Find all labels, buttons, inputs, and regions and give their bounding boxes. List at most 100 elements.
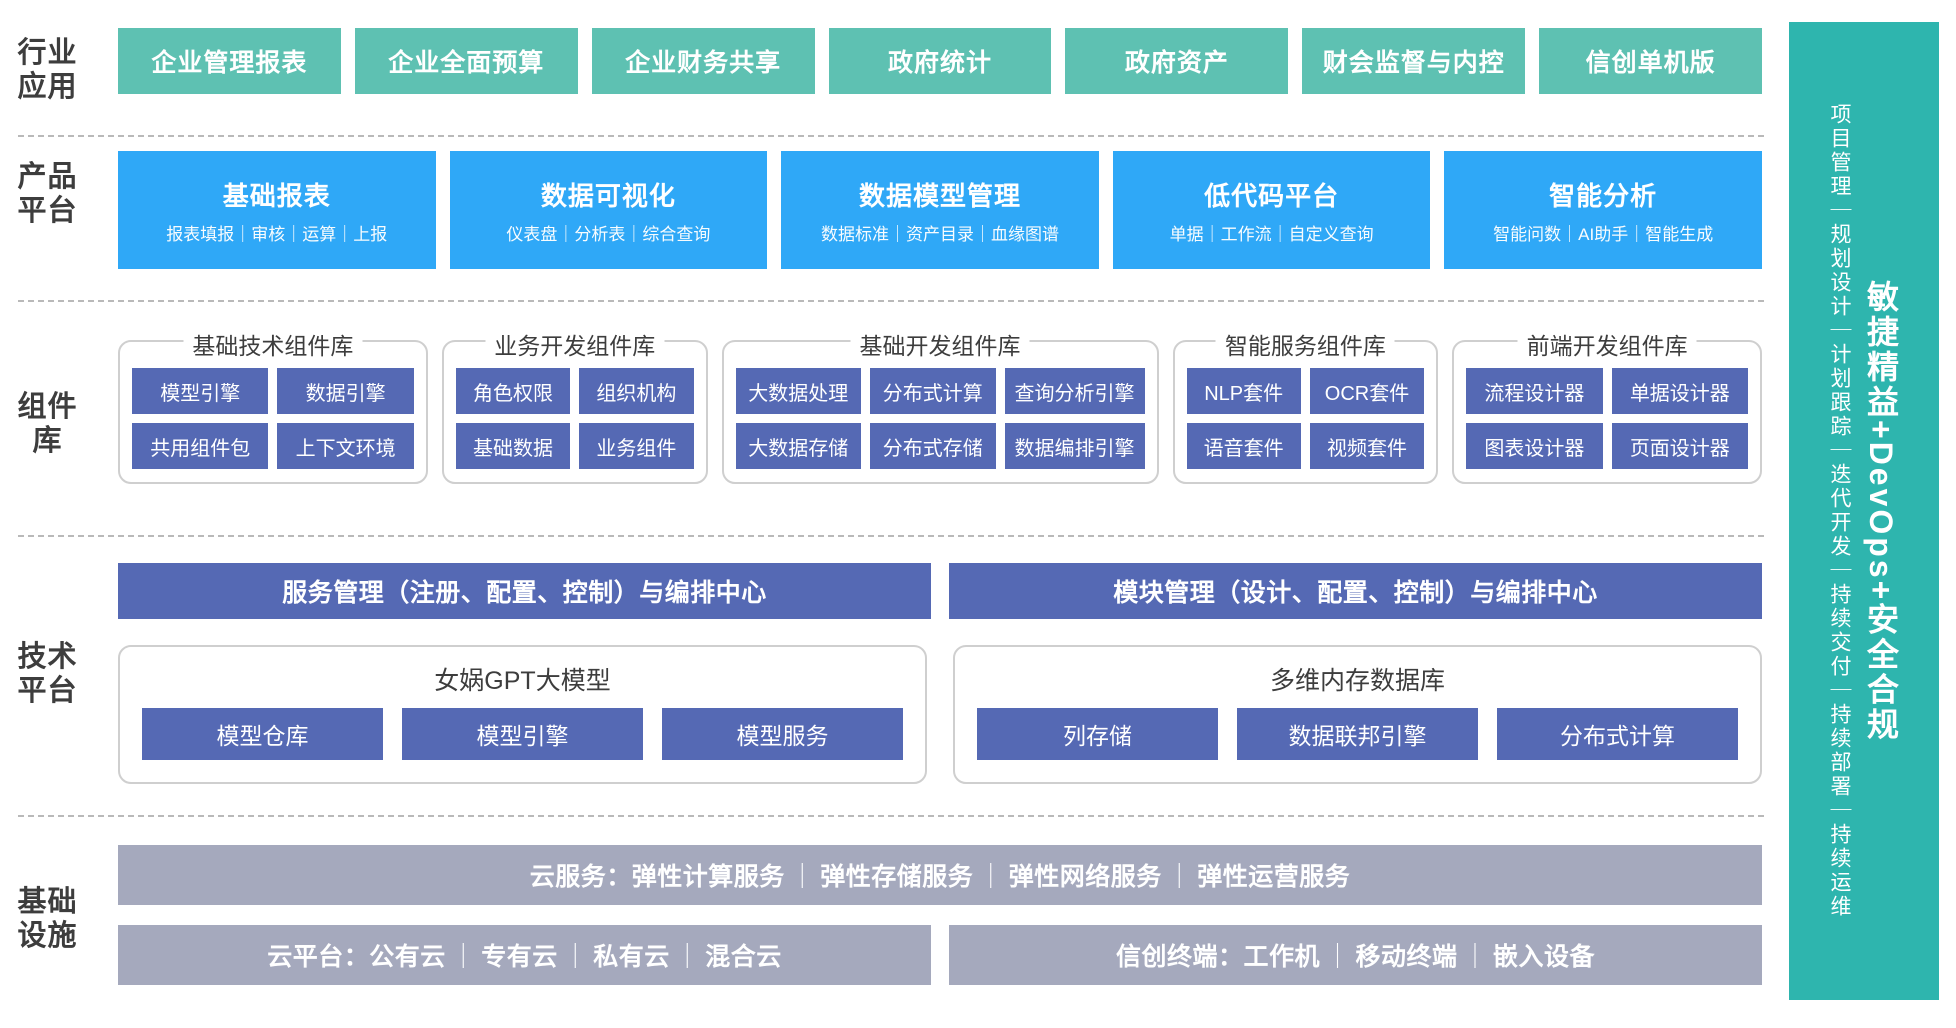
infra-cloud-service-item: 弹性存储服务 [820,863,974,891]
infra-cloud-platform-item: 专有云 [481,943,558,971]
product-item[interactable]: 数据可视化 仪表盘｜分析表｜综合查询 [449,151,768,269]
product-item-subtitle: 单据｜工作流｜自定义查询 [1169,224,1374,244]
component-chip[interactable]: 数据编排引擎 [1004,423,1145,469]
tech-card: 多维内存数据库 列存储 数据联邦引擎 分布式计算 [953,645,1762,784]
product-row: 基础报表 报表填报｜审核｜运算｜上报 数据可视化 仪表盘｜分析表｜综合查询 数据… [118,151,1762,269]
component-chip[interactable]: 分布式存储 [870,423,996,469]
component-chip[interactable]: OCR套件 [1309,368,1425,414]
product-item-subtitle: 数据标准｜资产目录｜血缘图谱 [820,224,1059,244]
infra-terminal-bar[interactable]: 信创终端： 工作机 ｜ 移动终端 ｜ 嵌入设备 [949,925,1762,985]
component-chip[interactable]: 共用组件包 [132,423,269,469]
infra-cloud-platform-item: 私有云 [593,943,670,971]
infra-cloud-service-bar[interactable]: 云服务： 弹性计算服务 ｜ 弹性存储服务 ｜ 弹性网络服务 ｜ 弹性运营服务 [118,845,1762,905]
tech-card-row: 女娲GPT大模型 模型仓库 模型引擎 模型服务 多维内存数据库 列存储 数据联邦… [118,645,1762,784]
component-chip[interactable]: 流程设计器 [1466,368,1603,414]
infra-cloud-platform-prefix: 云平台： [267,943,370,971]
component-group-line: 共用组件包 上下文环境 [132,423,414,469]
component-group: 业务开发组件库 角色权限 组织机构 基础数据 业务组件 [441,327,708,484]
industry-row: 企业管理报表 企业全面预算 企业财务共享 政府统计 政府资产 财会监督与内控 信… [118,28,1763,94]
component-chip[interactable]: 基础数据 [455,423,571,469]
component-group: 智能服务组件库 NLP套件 OCR套件 语音套件 视频套件 [1172,327,1439,484]
industry-item[interactable]: 信创单机版 [1539,28,1763,94]
row-label-tech: 技术 平台 [0,640,95,708]
product-item-subtitle: 智能问数｜AI助手｜智能生成 [1493,224,1714,244]
row-label-component: 组件 库 [0,390,95,458]
product-item-title: 基础报表 [222,180,331,211]
component-chip[interactable]: 上下文环境 [277,423,414,469]
divider-component-tech [18,535,1764,537]
infra-terminal-prefix: 信创终端： [1115,943,1244,971]
product-item-title: 低代码平台 [1204,180,1340,211]
row-label-industry-line1: 行业 [17,37,78,69]
tech-card-title: 多维内存数据库 [1269,667,1445,695]
infra-cloud-service-item: 弹性运营服务 [1197,863,1351,891]
component-group-line: 大数据处理 分布式计算 查询分析引擎 [735,368,1145,414]
infra-cloud-service-item: 弹性网络服务 [1008,863,1162,891]
row-label-component-line1: 组件 [17,391,78,423]
component-chip[interactable]: 数据引擎 [277,368,414,414]
component-chip[interactable]: 业务组件 [579,423,694,469]
text-separator-icon: ｜ [1324,943,1351,971]
industry-item[interactable]: 政府资产 [1065,28,1289,94]
infra-cloud-platform-bar[interactable]: 云平台： 公有云 ｜ 专有云 ｜ 私有云 ｜ 混合云 [118,925,931,985]
tech-card: 女娲GPT大模型 模型仓库 模型引擎 模型服务 [118,645,927,784]
infra-cloud-platform-item: 公有云 [369,943,446,971]
text-separator-icon: ｜ [1166,863,1193,891]
component-chip[interactable]: 语音套件 [1186,423,1301,469]
row-label-industry-line2: 应用 [17,71,78,104]
product-item-title: 智能分析 [1549,180,1658,211]
tech-chip[interactable]: 数据联邦引擎 [1237,708,1478,760]
component-chip[interactable]: 组织机构 [579,368,694,414]
tech-chip[interactable]: 模型引擎 [402,708,643,760]
tech-management-item[interactable]: 服务管理（注册、配置、控制）与编排中心 [118,563,931,619]
main-column: 行业 应用 企业管理报表 企业全面预算 企业财务共享 政府统计 政府资产 财会监… [0,28,1764,985]
tech-chip[interactable]: 模型服务 [662,708,903,760]
row-label-product-line2: 平台 [17,195,78,228]
infra-cloud-service-item: 弹性计算服务 [631,863,785,891]
industry-item[interactable]: 政府统计 [828,28,1052,94]
component-chip[interactable]: 视频套件 [1309,423,1425,469]
component-chip[interactable]: 大数据处理 [735,368,862,414]
tech-chip[interactable]: 模型仓库 [142,708,383,760]
component-group-title: 业务开发组件库 [485,327,665,361]
component-chip[interactable]: 单据设计器 [1611,368,1749,414]
divider-tech-infra [18,815,1764,817]
component-chip[interactable]: 查询分析引擎 [1004,368,1145,414]
devops-sidebar-stages: 项目管理｜规划设计｜计划跟踪｜迭代开发｜持续交付｜持续部署｜持续运维 [1828,103,1851,919]
component-group-line: 语音套件 视频套件 [1186,423,1425,469]
component-chip[interactable]: 角色权限 [455,368,571,414]
row-label-product: 产品 平台 [0,160,95,228]
row-label-infra: 基础 设施 [0,885,95,953]
component-group: 前端开发组件库 流程设计器 单据设计器 图表设计器 页面设计器 [1452,327,1763,484]
product-item[interactable]: 低代码平台 单据｜工作流｜自定义查询 [1112,151,1431,269]
industry-item[interactable]: 企业管理报表 [118,28,341,94]
text-separator-icon: ｜ [978,863,1004,891]
divider-industry-product [18,135,1764,137]
text-separator-icon: ｜ [1462,943,1489,971]
tech-chip[interactable]: 分布式计算 [1497,708,1738,760]
component-chip[interactable]: 分布式计算 [870,368,996,414]
component-group-title: 基础开发组件库 [850,327,1030,361]
component-chip[interactable]: 模型引擎 [132,368,269,414]
row-label-infra-line1: 基础 [17,886,78,918]
component-chip[interactable]: 图表设计器 [1466,423,1603,469]
tech-card-items: 模型仓库 模型引擎 模型服务 [142,708,903,760]
component-group-line: 图表设计器 页面设计器 [1466,423,1749,469]
component-chip[interactable]: 页面设计器 [1611,423,1749,469]
text-separator-icon: ｜ [450,943,477,971]
text-separator-icon: ｜ [562,943,589,971]
component-chip[interactable]: 大数据存储 [735,423,862,469]
component-group-line: 模型引擎 数据引擎 [132,368,414,414]
product-item[interactable]: 基础报表 报表填报｜审核｜运算｜上报 [118,151,436,269]
product-item-subtitle: 报表填报｜审核｜运算｜上报 [166,224,388,244]
tech-management-item[interactable]: 模块管理（设计、配置、控制）与编排中心 [949,563,1762,619]
infra-bottom-row: 云平台： 公有云 ｜ 专有云 ｜ 私有云 ｜ 混合云 信创终端： 工作机 ｜ 移… [118,925,1762,985]
product-item[interactable]: 数据模型管理 数据标准｜资产目录｜血缘图谱 [781,151,1099,269]
product-item[interactable]: 智能分析 智能问数｜AI助手｜智能生成 [1444,151,1762,269]
component-group-line: 角色权限 组织机构 [455,368,694,414]
industry-item[interactable]: 企业全面预算 [354,28,578,94]
industry-item[interactable]: 企业财务共享 [591,28,815,94]
tech-chip[interactable]: 列存储 [977,708,1218,760]
component-chip[interactable]: NLP套件 [1186,368,1301,414]
industry-item[interactable]: 财会监督与内控 [1302,28,1526,94]
